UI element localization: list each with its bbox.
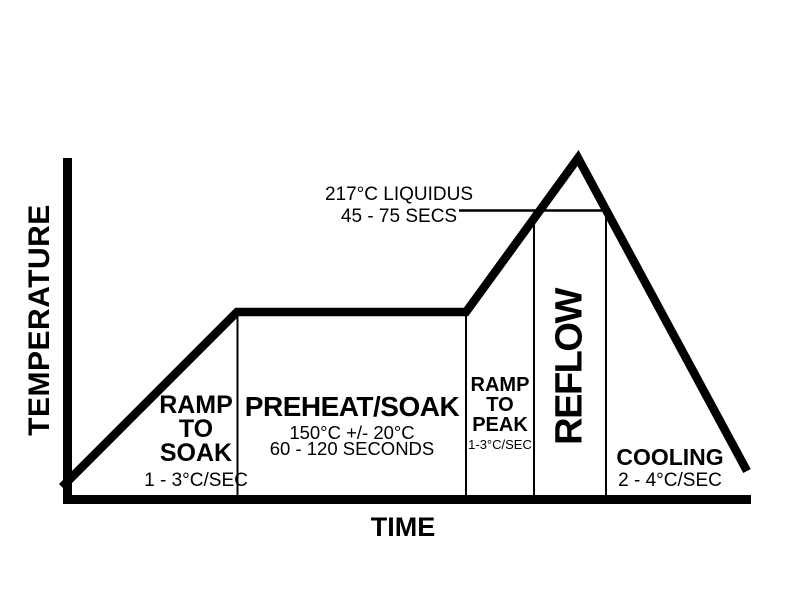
preheat-soak-duration: 60 - 120 SECONDS: [269, 438, 435, 459]
x-axis-label: TIME: [370, 512, 436, 542]
ramp-to-peak-line1: RAMP: [470, 374, 530, 396]
liquidus-time-text: 45 - 75 SECS: [340, 206, 458, 227]
preheat-soak-temp: 150°C +/- 20°C: [289, 422, 415, 443]
stage-preheat-soak: PREHEAT/SOAK 150°C +/- 20°C 60 - 120 SEC…: [244, 391, 460, 459]
ramp-to-soak-line3: SOAK: [159, 439, 233, 467]
stage-ramp-to-peak: RAMP TO PEAK 1-3°C/SEC: [468, 375, 532, 452]
ramp-to-peak-rate: 1-3°C/SEC: [468, 437, 532, 452]
ramp-to-soak-line1: RAMP: [159, 391, 233, 419]
liquidus-annotation: 217°C LIQUIDUS 45 - 75 SECS: [325, 184, 473, 228]
ramp-to-peak-line3: PEAK: [472, 414, 528, 436]
y-axis-label: TEMPERATURE: [23, 204, 56, 436]
cooling-rate: 2 - 4°C/SEC: [618, 470, 722, 491]
cooling-title: COOLING: [616, 444, 724, 470]
ramp-to-soak-line2: TO: [178, 415, 214, 443]
liquidus-temp-text: 217°C LIQUIDUS: [324, 184, 474, 205]
ramp-to-peak-line2: TO: [486, 394, 514, 416]
stage-cooling: COOLING 2 - 4°C/SEC: [616, 446, 723, 491]
ramp-to-soak-rate: 1 - 3°C/SEC: [144, 470, 248, 491]
temperature-profile-curve: [58, 150, 751, 491]
preheat-soak-title: PREHEAT/SOAK: [244, 391, 460, 422]
stage-reflow: REFLOW: [548, 289, 591, 445]
stage-ramp-to-soak: RAMP TO SOAK 1 - 3°C/SEC: [144, 393, 248, 491]
